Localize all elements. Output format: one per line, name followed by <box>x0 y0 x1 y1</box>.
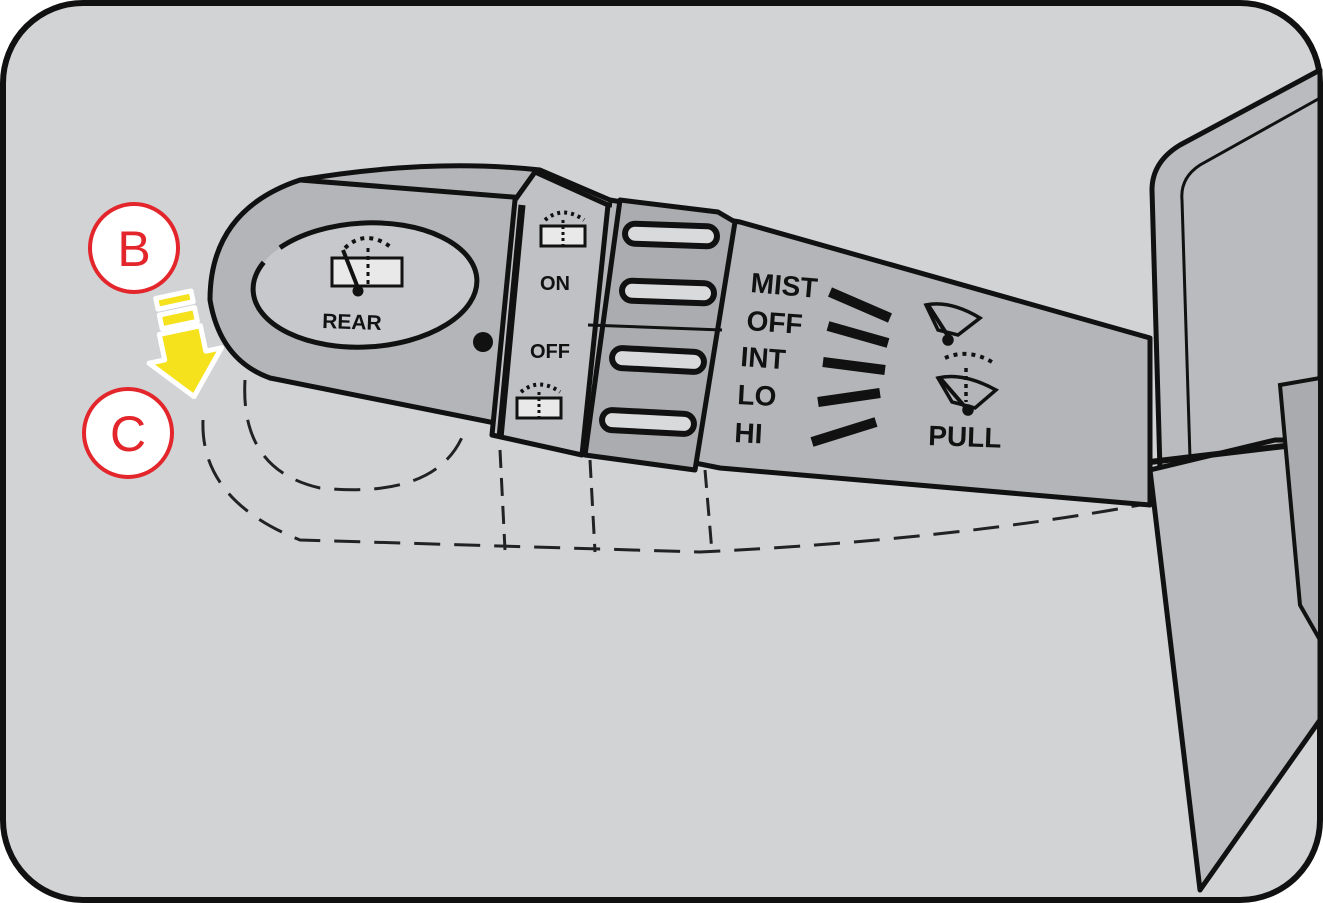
rear-on-label: ON <box>540 273 570 295</box>
callout-c: C <box>82 387 174 479</box>
rear-washer-off-icon <box>515 382 563 420</box>
position-mist-label: MIST <box>749 267 818 304</box>
wiper-lever <box>207 163 1153 508</box>
callout-c-letter: C <box>110 406 146 462</box>
grip-ridges <box>599 220 720 437</box>
front-wiper-icon <box>923 302 984 346</box>
position-off-label: OFF <box>746 305 804 340</box>
front-position-ticks <box>810 287 892 447</box>
rear-wiper-icon <box>330 236 404 297</box>
rear-label: REAR <box>322 310 382 335</box>
rear-off-label: OFF <box>530 341 570 363</box>
front-position-labels: MIST OFF INT LO HI <box>734 267 819 449</box>
indicator-dot <box>473 332 493 352</box>
rear-washer-icon <box>539 210 587 248</box>
callout-b: B <box>88 202 180 294</box>
position-lo-label: LO <box>737 379 777 412</box>
down-arrow-icon <box>146 288 224 400</box>
position-hi-label: HI <box>734 417 764 449</box>
position-int-label: INT <box>740 341 787 375</box>
pull-label: PULL <box>928 420 1002 454</box>
steering-column <box>1147 67 1323 893</box>
front-washer-icon <box>935 351 1000 416</box>
lever-pushed-position <box>201 379 1141 554</box>
callout-b-letter: B <box>117 221 150 277</box>
